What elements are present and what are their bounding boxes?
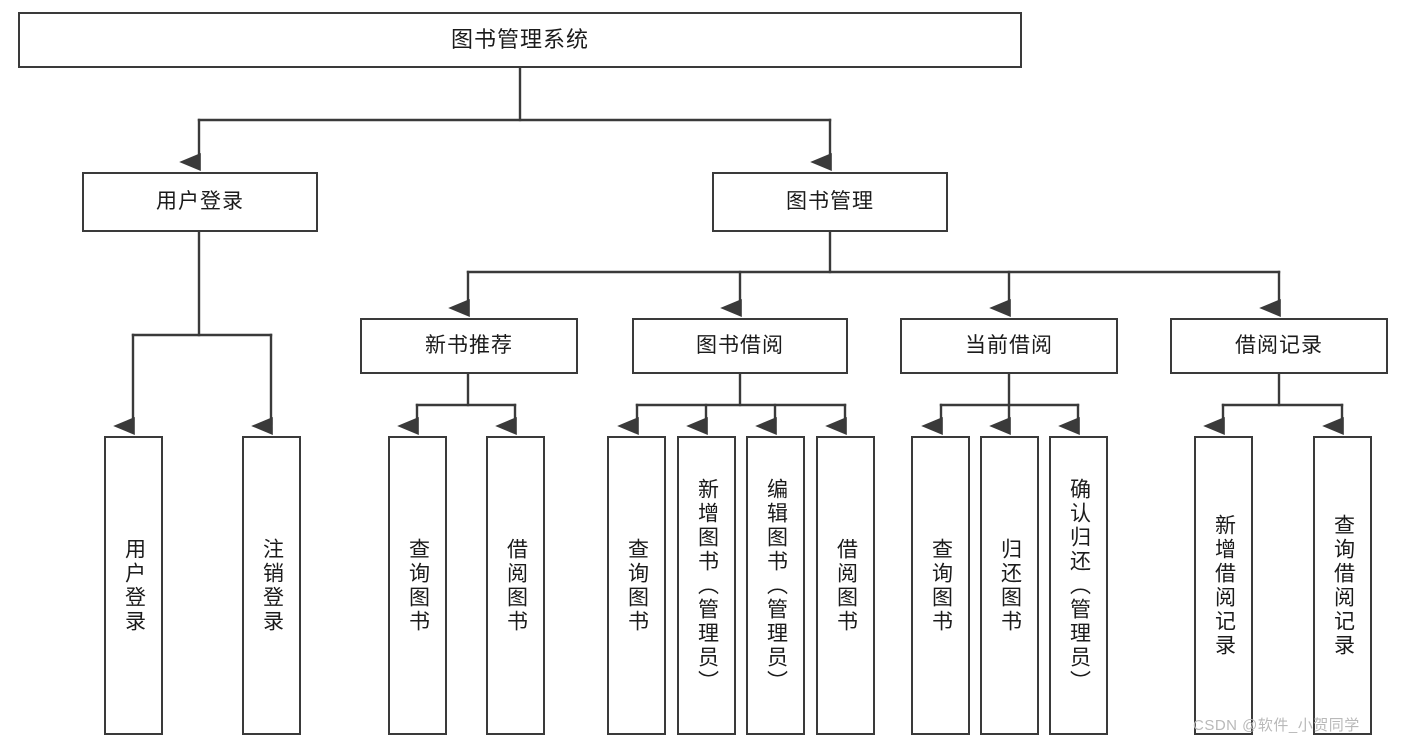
node-current-borrow[interactable]: 当前借阅	[900, 318, 1118, 374]
leaf-logout-login-label: 注销登录	[260, 537, 284, 634]
leaf-query-book-2[interactable]: 查询图书	[607, 436, 666, 735]
leaf-add-record-label: 新增借阅记录	[1212, 513, 1236, 658]
node-current-borrow-label: 当前借阅	[965, 333, 1053, 357]
node-book-management-label: 图书管理	[786, 189, 874, 213]
leaf-add-record[interactable]: 新增借阅记录	[1194, 436, 1253, 735]
leaf-logout-login[interactable]: 注销登录	[242, 436, 301, 735]
leaf-edit-book[interactable]: 编辑图书（管理员）	[746, 436, 805, 735]
leaf-add-book[interactable]: 新增图书（管理员）	[677, 436, 736, 735]
node-root-system[interactable]: 图书管理系统	[18, 12, 1022, 68]
leaf-query-record[interactable]: 查询借阅记录	[1313, 436, 1372, 735]
leaf-return-book-label: 归还图书	[998, 537, 1022, 634]
leaf-return-book[interactable]: 归还图书	[980, 436, 1039, 735]
leaf-edit-book-label: 编辑图书（管理员）	[764, 477, 788, 694]
leaf-user-login[interactable]: 用户登录	[104, 436, 163, 735]
node-borrow-record-label: 借阅记录	[1235, 333, 1323, 357]
node-book-management[interactable]: 图书管理	[712, 172, 948, 232]
node-user-login[interactable]: 用户登录	[82, 172, 318, 232]
leaf-query-book-1[interactable]: 查询图书	[388, 436, 447, 735]
leaf-query-book-3[interactable]: 查询图书	[911, 436, 970, 735]
node-book-borrow[interactable]: 图书借阅	[632, 318, 848, 374]
csdn-watermark: CSDN @软件_小贺同学	[1193, 717, 1360, 734]
leaf-query-record-label: 查询借阅记录	[1331, 513, 1355, 658]
node-root-system-label: 图书管理系统	[450, 27, 589, 53]
leaf-user-login-label: 用户登录	[122, 537, 146, 634]
leaf-add-book-label: 新增图书（管理员）	[695, 477, 719, 694]
node-new-book-recommend[interactable]: 新书推荐	[360, 318, 578, 374]
leaf-borrow-book-2-label: 借阅图书	[834, 537, 858, 634]
leaf-query-book-3-label: 查询图书	[929, 537, 953, 634]
node-user-login-label: 用户登录	[156, 189, 244, 213]
leaf-borrow-book-2[interactable]: 借阅图书	[816, 436, 875, 735]
leaf-borrow-book-1[interactable]: 借阅图书	[486, 436, 545, 735]
leaf-confirm-return[interactable]: 确认归还（管理员）	[1049, 436, 1108, 735]
node-new-book-recommend-label: 新书推荐	[425, 333, 513, 357]
leaf-query-book-1-label: 查询图书	[406, 537, 430, 634]
node-book-borrow-label: 图书借阅	[696, 333, 784, 357]
leaf-borrow-book-1-label: 借阅图书	[504, 537, 528, 634]
node-borrow-record[interactable]: 借阅记录	[1170, 318, 1388, 374]
leaf-confirm-return-label: 确认归还（管理员）	[1067, 477, 1091, 694]
leaf-query-book-2-label: 查询图书	[625, 537, 649, 634]
